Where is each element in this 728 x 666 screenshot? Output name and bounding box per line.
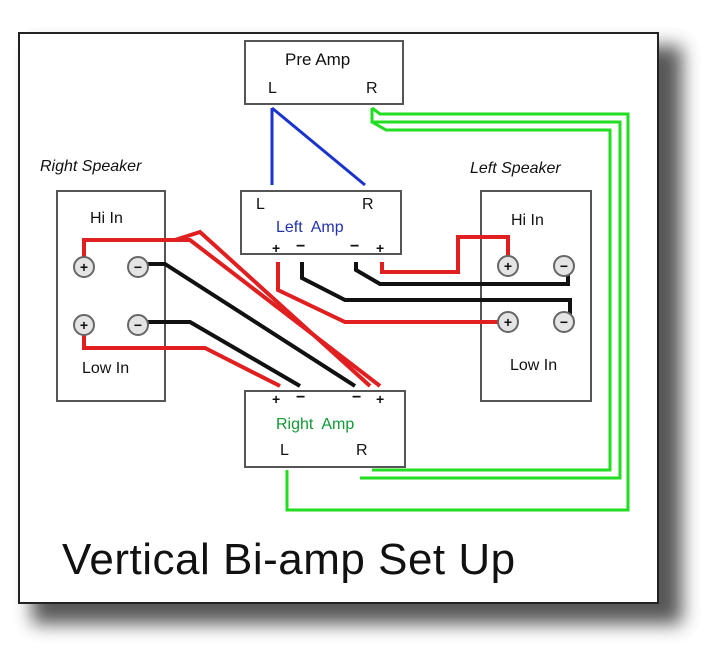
left-amp-label: Left Amp <box>276 219 344 236</box>
positive-wire-red-4 <box>380 235 510 274</box>
left-speaker-box <box>480 190 592 402</box>
left-speaker-low-label: Low In <box>510 357 558 374</box>
pre-amp-right-channel: R <box>366 80 378 97</box>
pre-amp-left-channel: L <box>268 80 277 97</box>
right-speaker-heading: Right Speaker <box>40 158 142 175</box>
jumper-wire-blue <box>270 106 366 187</box>
left-amp-plus-1: + <box>272 240 281 256</box>
right-speaker-low-label: Low In <box>82 360 130 377</box>
negative-wire-black-2 <box>138 320 302 388</box>
right-amp-label: Right Amp <box>276 416 355 433</box>
left-amp-plus-2: + <box>376 240 385 256</box>
positive-wire-red-5 <box>174 229 372 388</box>
diagram-title: Vertical Bi-amp Set Up <box>62 535 516 584</box>
right-amp-plus-1: + <box>272 391 281 407</box>
right-amp-right-channel: R <box>356 442 368 459</box>
left-amp-left-channel: L <box>256 196 265 213</box>
left-speaker-low-minus-terminal: − <box>553 311 575 333</box>
left-speaker-heading: Left Speaker <box>470 160 561 177</box>
right-speaker-hi-plus-terminal: + <box>73 256 95 278</box>
right-amp-minus-1: − <box>296 389 306 406</box>
right-speaker-box <box>56 190 166 402</box>
right-speaker-low-minus-terminal: − <box>127 314 149 336</box>
left-amp-right-channel: R <box>362 196 374 213</box>
right-amp-minus-2: − <box>352 389 362 406</box>
right-speaker-low-plus-terminal: + <box>73 314 95 336</box>
left-speaker-hi-plus-terminal: + <box>497 255 519 277</box>
signal-wire-green-2 <box>371 120 612 472</box>
left-speaker-hi-minus-terminal: − <box>553 255 575 277</box>
negative-wire-black-3 <box>300 262 572 318</box>
right-amp-left-channel: L <box>280 442 289 459</box>
positive-wire-red-3 <box>276 262 508 324</box>
left-amp-box <box>240 190 402 255</box>
left-amp-minus-1: − <box>296 238 306 255</box>
right-speaker-hi-minus-terminal: − <box>127 256 149 278</box>
negative-wire-black-4 <box>354 262 570 286</box>
left-speaker-hi-label: Hi In <box>511 212 544 229</box>
positive-wire-red-1 <box>82 238 382 388</box>
right-amp-plus-2: + <box>376 391 385 407</box>
pre-amp-box <box>244 40 404 105</box>
right-speaker-hi-label: Hi In <box>90 210 123 227</box>
pre-amp-label: Pre Amp <box>285 50 351 69</box>
left-speaker-low-plus-terminal: + <box>497 311 519 333</box>
signal-wire-green-3 <box>285 106 630 512</box>
left-amp-minus-2: − <box>350 238 360 255</box>
right-amp-box <box>244 390 406 468</box>
